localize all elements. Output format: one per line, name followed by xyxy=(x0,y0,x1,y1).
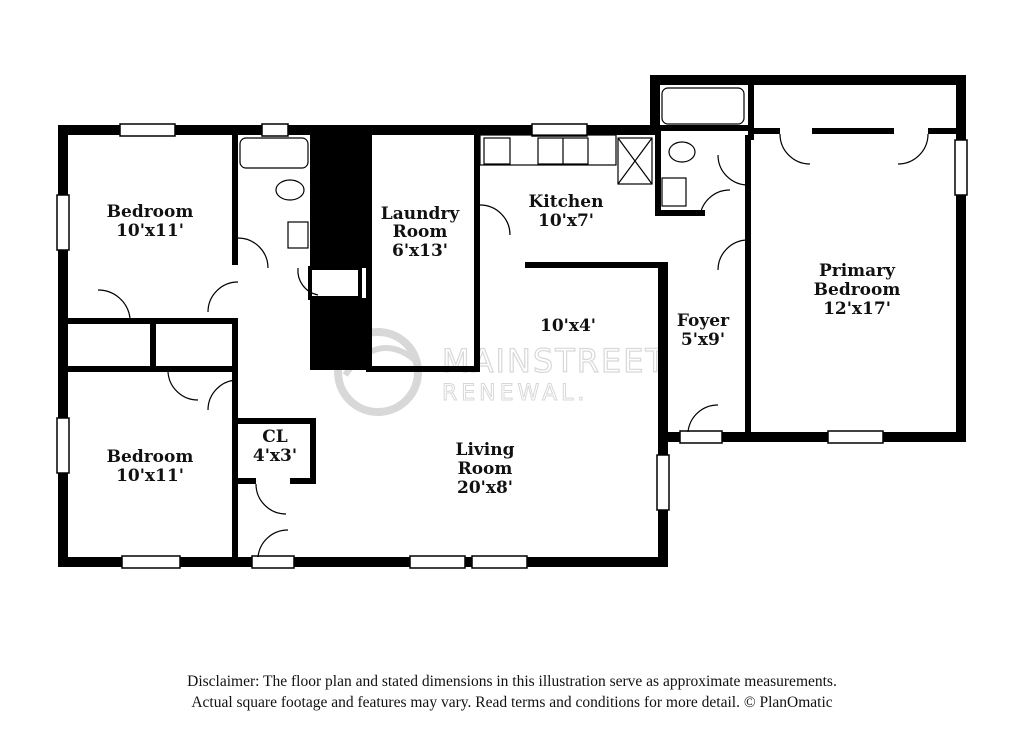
floor-plan: MAINSTREET RENEWAL. xyxy=(56,75,968,569)
kitchen-name: Kitchen xyxy=(529,192,604,212)
kitchen-dims: 10'x7' xyxy=(538,211,594,231)
fixtures xyxy=(239,87,745,249)
toilet-icon-2 xyxy=(668,141,696,163)
laundry-line1: Laundry xyxy=(381,204,461,224)
living-dims: 20'x8' xyxy=(457,478,513,498)
bedroom-bottom-name: Bedroom xyxy=(107,447,194,467)
nook-dims: 10'x4' xyxy=(540,316,596,336)
sink-icon xyxy=(287,221,309,249)
stove-icon xyxy=(483,137,511,165)
bedroom-top-dims: 10'x11' xyxy=(116,221,184,241)
laundry-dims: 6'x13' xyxy=(392,241,448,261)
foyer-name: Foyer xyxy=(677,311,730,331)
living-line1: Living xyxy=(456,440,515,460)
walls xyxy=(58,75,966,567)
bathtub-icon-2 xyxy=(661,87,745,125)
room-labels: Bedroom 10'x11' Bedroom 10'x11' Laundry … xyxy=(107,192,901,498)
primary-line2: Bedroom xyxy=(814,280,901,300)
bedroom-top-name: Bedroom xyxy=(107,202,194,222)
closet-dims: 4'x3' xyxy=(253,446,297,466)
primary-line1: Primary xyxy=(819,261,896,281)
laundry-line2: Room xyxy=(393,222,448,242)
living-line2: Room xyxy=(458,459,513,479)
watermark-line2: RENEWAL. xyxy=(442,381,588,406)
counter xyxy=(479,134,617,166)
foyer-dims: 5'x9' xyxy=(681,330,725,350)
bathtub-icon xyxy=(239,137,309,169)
windows xyxy=(56,123,968,569)
disclaimer: Disclaimer: The floor plan and stated di… xyxy=(0,671,1024,713)
toilet-icon xyxy=(275,179,305,201)
disclaimer-line1: Disclaimer: The floor plan and stated di… xyxy=(187,673,837,690)
doors xyxy=(97,133,929,558)
sink-icon-2 xyxy=(661,177,687,207)
primary-dims: 12'x17' xyxy=(823,299,891,319)
closet-name: CL xyxy=(262,427,288,447)
disclaimer-line2: Actual square footage and features may v… xyxy=(191,694,833,711)
fridge-icon xyxy=(617,137,653,185)
bedroom-bottom-dims: 10'x11' xyxy=(116,466,184,486)
